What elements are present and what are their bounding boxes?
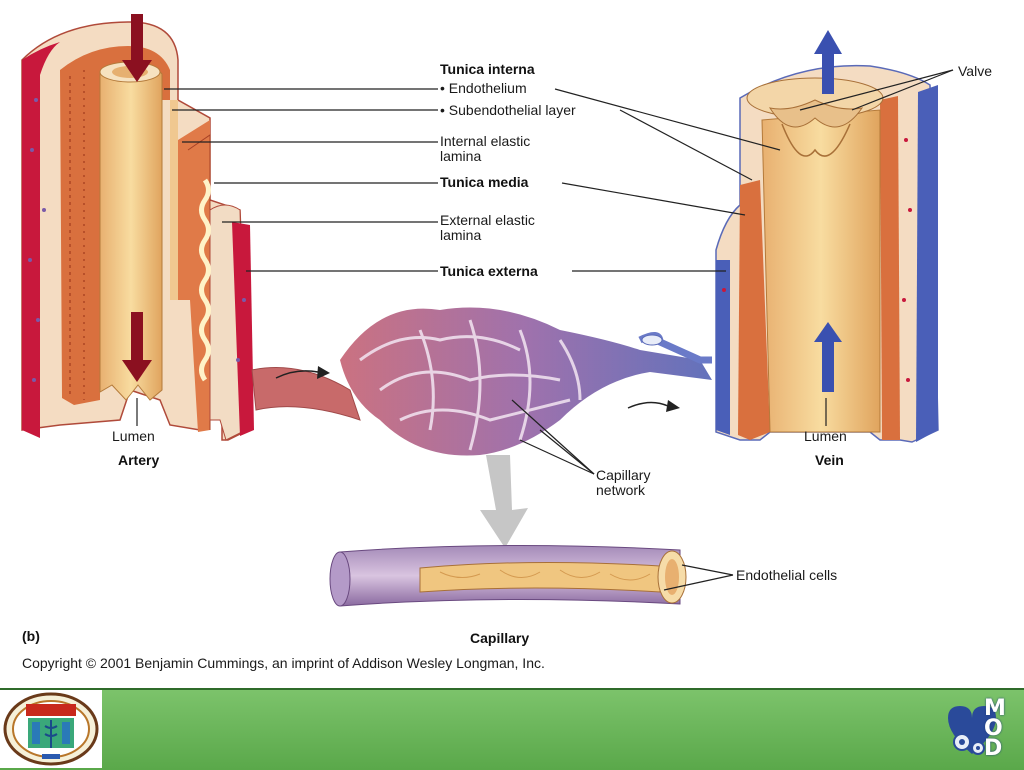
label-lumen-vein: Lumen [804, 428, 847, 444]
figure-label: (b) [22, 628, 40, 644]
label-endothelium: • Endothelium [440, 80, 527, 96]
blood-vessel-diagram: Tunica interna • Endothelium • Subendoth… [21, 14, 992, 671]
label-internal-elastic-line1: Internal elastic [440, 133, 530, 149]
label-lumen-artery: Lumen [112, 428, 155, 444]
university-logo [3, 692, 99, 766]
mod-letter-o: O [984, 716, 1003, 741]
label-capillary-network-line2: network [596, 482, 646, 498]
capillary-tube-illustration [329, 544, 687, 607]
label-capillary: Capillary [470, 630, 529, 646]
label-endothelial-cells: Endothelial cells [736, 567, 837, 583]
footer-bar: M O D [0, 688, 1024, 770]
label-tunica-externa: Tunica externa [440, 263, 538, 279]
label-tunica-interna: Tunica interna [440, 61, 535, 77]
artery-illustration [21, 14, 254, 441]
label-vein: Vein [815, 452, 844, 468]
label-external-elastic-line1: External elastic [440, 212, 535, 228]
mod-letter-m: M [984, 696, 1006, 721]
zoom-arrow [480, 455, 528, 548]
label-external-elastic-line2: lamina [440, 227, 481, 243]
label-subendothelial-layer: • Subendothelial layer [440, 102, 576, 118]
label-valve: Valve [958, 63, 992, 79]
label-internal-elastic-line2: lamina [440, 148, 481, 164]
footer-logo-area [0, 690, 102, 768]
capillary-network-illustration [251, 307, 712, 456]
label-artery: Artery [118, 452, 159, 468]
mod-letter-d: D [984, 736, 1003, 761]
label-capillary-network-line1: Capillary [596, 467, 650, 483]
copyright-text: Copyright © 2001 Benjamin Cummings, an i… [22, 655, 545, 671]
label-tunica-media: Tunica media [440, 174, 529, 190]
vein-illustration [715, 30, 939, 443]
mod-logo: M O D [938, 696, 1010, 762]
leader-lines [136, 69, 954, 591]
